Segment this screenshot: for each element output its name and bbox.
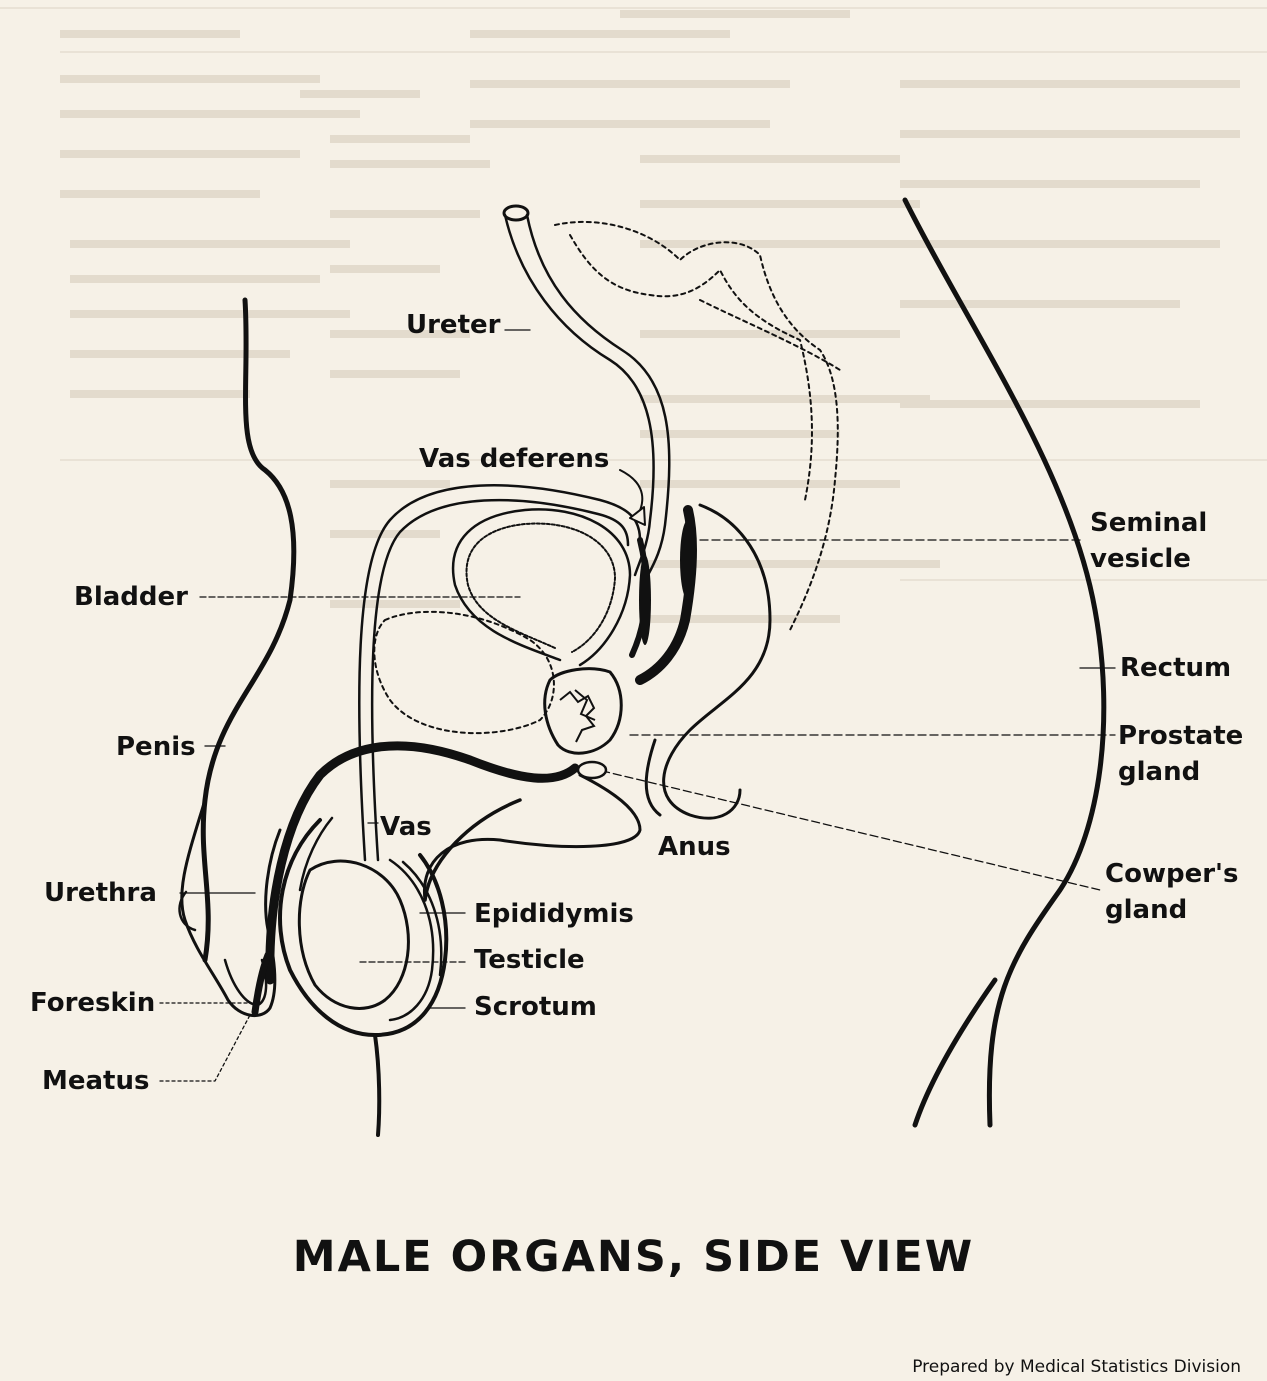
- label-vas-deferens: Vas deferens: [419, 442, 609, 476]
- label-anus: Anus: [658, 830, 731, 864]
- label-foreskin: Foreskin: [30, 986, 155, 1020]
- label-penis: Penis: [116, 730, 196, 764]
- label-seminal-vesicle: Seminal vesicle: [1090, 505, 1230, 577]
- cowpers-gland-shape: [578, 762, 606, 778]
- label-meatus: Meatus: [42, 1064, 149, 1098]
- label-cowpers-gland: Cowper's gland: [1105, 856, 1245, 928]
- credit-line: Prepared by Medical Statistics Division: [912, 1357, 1241, 1377]
- label-epididymis: Epididymis: [474, 897, 634, 931]
- label-testicle: Testicle: [474, 943, 585, 977]
- label-rectum: Rectum: [1120, 651, 1231, 685]
- label-urethra: Urethra: [44, 876, 157, 910]
- label-prostate-gland: Prostate gland: [1118, 718, 1243, 790]
- label-scrotum: Scrotum: [474, 990, 597, 1024]
- label-bladder: Bladder: [74, 580, 188, 614]
- diagram-title: MALE ORGANS, SIDE VIEW: [0, 1232, 1267, 1282]
- label-vas: Vas: [380, 810, 432, 844]
- label-ureter: Ureter: [406, 308, 500, 342]
